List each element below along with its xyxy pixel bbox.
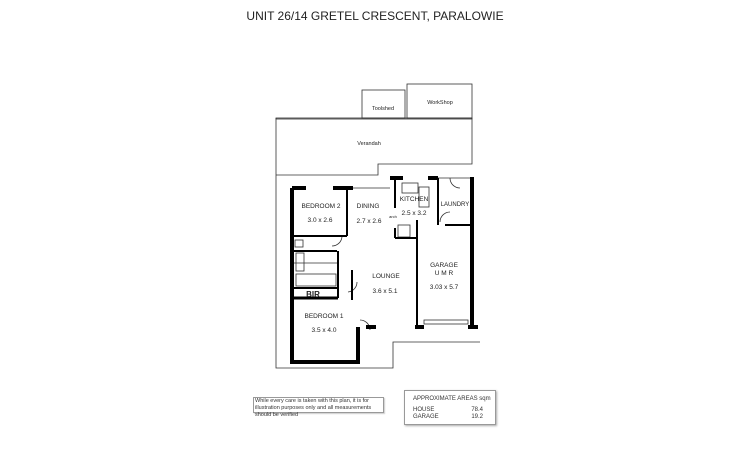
- toolshed-label: Toolshed: [372, 106, 394, 112]
- kitchen-label: KITCHEN: [400, 196, 429, 203]
- area-value: 19.2: [471, 414, 483, 420]
- arch-label: arch: [389, 214, 397, 219]
- outline-lines: [275, 83, 480, 369]
- bedroom1-size: 3.5 x 4.0: [312, 327, 337, 334]
- lounge-size: 3.6 x 5.1: [373, 288, 398, 295]
- laundry-label: LAUNDRY: [441, 202, 470, 208]
- verandah-top: [275, 117, 473, 120]
- lounge-label: LOUNGE: [372, 273, 400, 280]
- areas-heading: APPROXIMATE AREAS sqm: [413, 396, 491, 402]
- toolshed-outline: [361, 89, 406, 119]
- disclaimer-note: While every care is taken with this plan…: [253, 397, 384, 418]
- bir-label: BIR: [306, 290, 320, 299]
- areas-row-garage: GARAGE 19.2: [413, 414, 483, 420]
- verandah-label: Verandah: [357, 141, 381, 147]
- areas-row-house: HOUSE 78.4: [413, 407, 483, 413]
- garage-sub: U M R: [435, 270, 454, 277]
- verandah-bottom: [276, 118, 473, 176]
- internal-walls: [292, 178, 472, 327]
- area-label: GARAGE: [413, 414, 439, 420]
- room-labels: Toolshed WorkShop Verandah BEDROOM 2 3.0…: [301, 100, 469, 334]
- dining-label: DINING: [357, 203, 380, 210]
- kitchen-size: 2.5 x 3.2: [402, 210, 427, 217]
- plan-title: UNIT 26/14 GRETEL CRESCENT, PARALOWIE: [246, 9, 504, 23]
- bedroom1-label: BEDROOM 1: [304, 313, 343, 320]
- area-value: 78.4: [471, 407, 483, 413]
- bedroom2-size: 3.0 x 2.6: [308, 217, 333, 224]
- workshop-label: WorkShop: [427, 100, 453, 106]
- garage-size: 3.03 x 5.7: [430, 284, 459, 291]
- site-boundary: [275, 118, 480, 369]
- dining-size: 2.7 x 2.6: [357, 218, 382, 225]
- areas-table: APPROXIMATE AREAS sqm HOUSE 78.4 GARAGE …: [404, 390, 496, 425]
- bedroom2-label: BEDROOM 2: [301, 203, 340, 210]
- garage-label: GARAGE: [430, 262, 458, 269]
- area-label: HOUSE: [413, 407, 435, 413]
- thick-walls: [290, 176, 478, 364]
